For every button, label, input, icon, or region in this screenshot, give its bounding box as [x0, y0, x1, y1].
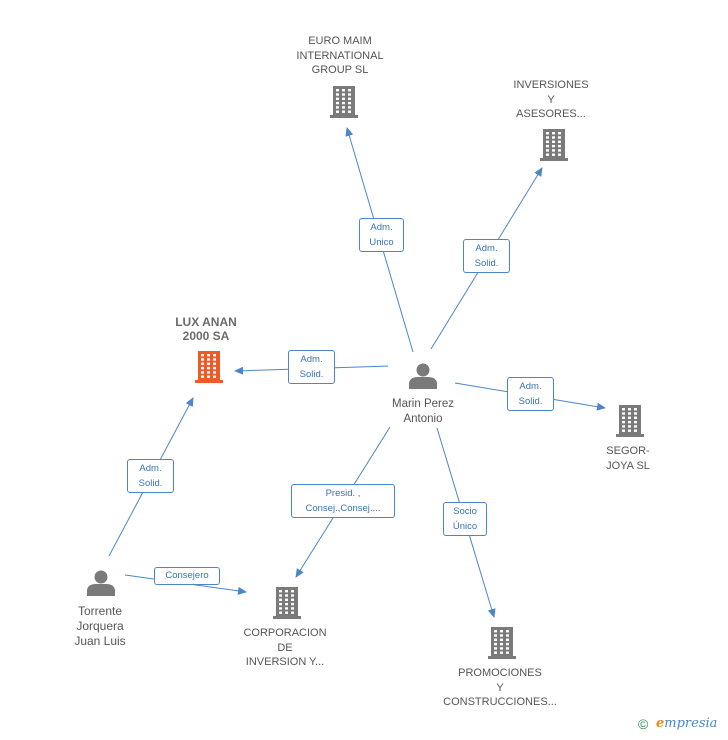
node-label-marin[interactable]: Marin Perez Antonio	[392, 398, 454, 425]
building-icon-promociones[interactable]	[488, 627, 516, 659]
edge-label-lux-torrente: Adm. Solid.	[127, 459, 174, 493]
edge-label-segor: Adm. Solid.	[507, 377, 554, 411]
edge-label-promociones: Socio Único	[443, 502, 487, 536]
footer-brand: © empresia	[638, 714, 728, 736]
node-label-lux[interactable]: LUX ANAN 2000 SA	[175, 315, 237, 343]
node-label-euro[interactable]: EURO MAIM INTERNATIONAL GROUP SL	[296, 35, 384, 76]
brand-logo: empresia	[656, 716, 717, 731]
building-icon-corporacion[interactable]	[273, 587, 301, 619]
copyright-icon: ©	[638, 716, 649, 732]
node-label-segor[interactable]: SEGOR- JOYA SL	[606, 445, 650, 472]
edge-label-consejero: Consejero	[154, 567, 220, 585]
node-label-corporacion[interactable]: CORPORACION DE INVERSION Y...	[243, 627, 327, 668]
node-label-torrente[interactable]: Torrente Jorquera Juan Luis	[74, 604, 126, 648]
icons-layer	[87, 86, 644, 659]
edge-label-corporacion: Presid. , Consej.,Consej....	[291, 484, 395, 518]
node-label-promociones[interactable]: PROMOCIONES Y CONSTRUCCIONES...	[443, 667, 557, 708]
edges-layer	[108, 127, 606, 618]
person-icon-torrente[interactable]	[87, 570, 115, 597]
person-icon-marin[interactable]	[409, 363, 437, 390]
brand-initial: e	[656, 716, 665, 731]
building-icon-inversiones[interactable]	[540, 129, 568, 161]
node-label-inversiones[interactable]: INVERSIONES Y ASESORES...	[513, 79, 589, 120]
building-icon-segor[interactable]	[616, 405, 644, 437]
building-icon-lux[interactable]	[195, 351, 223, 383]
building-icon-euro[interactable]	[330, 86, 358, 118]
edge-label-euro: Adm. Unico	[359, 218, 404, 252]
edge-label-inversiones: Adm. Solid.	[463, 239, 510, 273]
brand-name: mpresia	[664, 716, 718, 731]
edge-label-lux-marin: Adm. Solid.	[288, 350, 335, 384]
